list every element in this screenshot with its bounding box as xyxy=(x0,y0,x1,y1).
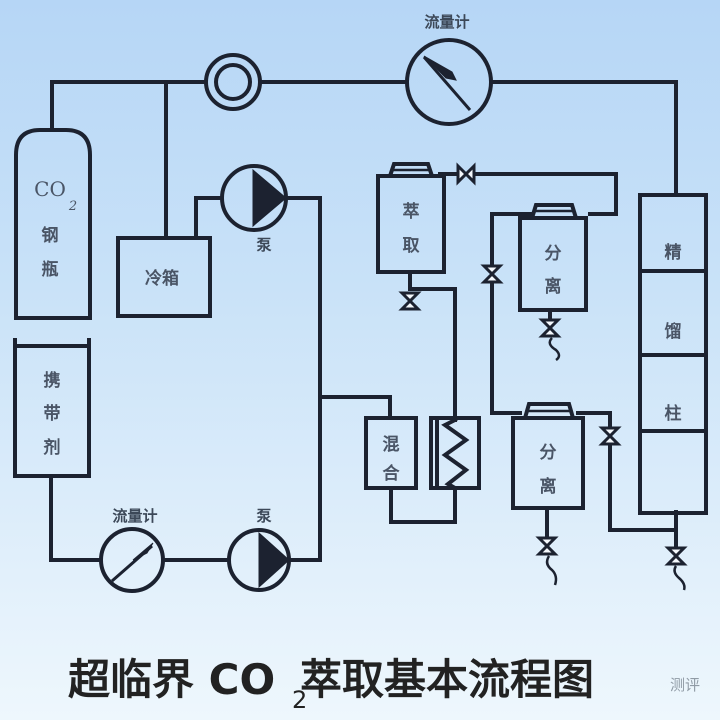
flowmeter-top-label: 流量计 xyxy=(424,13,469,31)
valve-separator1-inlet[interactable] xyxy=(480,264,504,284)
pipe-to-mixer xyxy=(318,395,392,419)
co2-cylinder[interactable]: CO 2 钢 瓶 xyxy=(14,128,92,320)
extractor[interactable]: 萃 取 xyxy=(376,162,446,274)
entrainer-tank[interactable]: 携 带 剂 xyxy=(13,338,91,478)
flowmeter-bottom-label: 流量计 xyxy=(112,507,157,525)
pipe-cooler-to-pump xyxy=(194,196,224,240)
separator-2[interactable]: 分 离 xyxy=(511,402,585,510)
co2-label: CO xyxy=(34,177,66,201)
pipe-flowmeter-to-column xyxy=(491,80,678,197)
column-label-3: 柱 xyxy=(665,403,682,424)
pump-top-arrow xyxy=(252,168,287,228)
title-prefix: 超临界 CO xyxy=(68,655,275,704)
cooler[interactable]: 冷箱 xyxy=(116,236,212,318)
flowmeter-top-needle-head xyxy=(423,55,457,81)
title-suffix: 萃取基本流程图 xyxy=(300,655,594,704)
pump-bottom-arrow xyxy=(258,531,290,589)
entrainer-label-3: 剂 xyxy=(44,437,61,458)
separator-1[interactable]: 分 离 xyxy=(518,203,588,312)
pressure-gauge[interactable] xyxy=(204,53,262,111)
column-label-2: 馏 xyxy=(665,321,682,342)
flowmeter-bottom-needle-head xyxy=(132,542,154,561)
pump-bottom[interactable]: 泵 xyxy=(227,507,291,592)
pipe-separator2-to-column xyxy=(576,411,678,532)
pump-bottom-label: 泵 xyxy=(256,507,271,525)
diagram-title: 超临界 CO 2 萃取基本流程图 测评 xyxy=(68,655,700,714)
valve-extractor-bottom[interactable] xyxy=(398,291,422,311)
pump-top-label: 泵 xyxy=(256,236,271,254)
separator2-drain-line xyxy=(545,555,558,586)
column-drain-line xyxy=(673,565,686,591)
heat-exchanger[interactable] xyxy=(429,416,481,491)
separator2-label-2: 离 xyxy=(540,476,557,497)
cooler-label: 冷箱 xyxy=(145,268,179,289)
title-subscript: 2 xyxy=(292,686,307,714)
valve-extractor-top[interactable] xyxy=(456,162,476,186)
flowmeter-top[interactable]: 流量计 xyxy=(405,13,493,126)
cylinder-label-2: 瓶 xyxy=(42,259,59,280)
flowmeter-bottom[interactable]: 流量计 xyxy=(99,507,165,593)
extractor-label-2: 取 xyxy=(403,236,420,256)
pump-top[interactable]: 泵 xyxy=(220,164,288,254)
flowmeter-top-needle xyxy=(422,56,472,111)
pipe-network xyxy=(49,80,678,562)
mixer-label-1: 混 xyxy=(383,435,400,455)
rectification-column[interactable]: 精 馏 柱 xyxy=(638,193,708,515)
cylinder-label-1: 钢 xyxy=(42,225,59,246)
watermark-text: 测评 xyxy=(670,676,700,694)
pipe-entrainer-to-flowmeter xyxy=(49,474,102,562)
pipe-top-main xyxy=(50,80,207,132)
pipe-pump-to-mixer-line xyxy=(284,196,322,562)
pipe-separator1-to-separator2 xyxy=(490,212,532,415)
mixer[interactable]: 混 合 xyxy=(364,416,418,490)
entrainer-label-1: 携 xyxy=(44,370,61,391)
mixer-label-2: 合 xyxy=(383,463,401,484)
valve-separator2-to-column[interactable] xyxy=(598,426,622,446)
separator1-label-1: 分 xyxy=(545,244,562,264)
valve-separator1-outlet[interactable] xyxy=(538,318,562,362)
separator2-label-1: 分 xyxy=(540,443,557,463)
valve-column-outlet[interactable] xyxy=(664,546,688,591)
column-label-1: 精 xyxy=(665,242,682,263)
co2-subscript: 2 xyxy=(68,199,77,214)
valve-separator2-outlet[interactable] xyxy=(535,536,559,586)
separator1-drain-line xyxy=(548,337,561,362)
pipe-mixer-to-exchanger xyxy=(389,486,457,524)
pipe-exchanger-to-extractor xyxy=(408,270,457,422)
entrainer-label-2: 带 xyxy=(44,403,61,424)
heat-exchanger-coil xyxy=(441,417,470,491)
extractor-label-1: 萃 xyxy=(403,201,420,222)
pipe-extractor-to-separator1 xyxy=(438,172,618,216)
separator1-label-2: 离 xyxy=(545,276,562,297)
